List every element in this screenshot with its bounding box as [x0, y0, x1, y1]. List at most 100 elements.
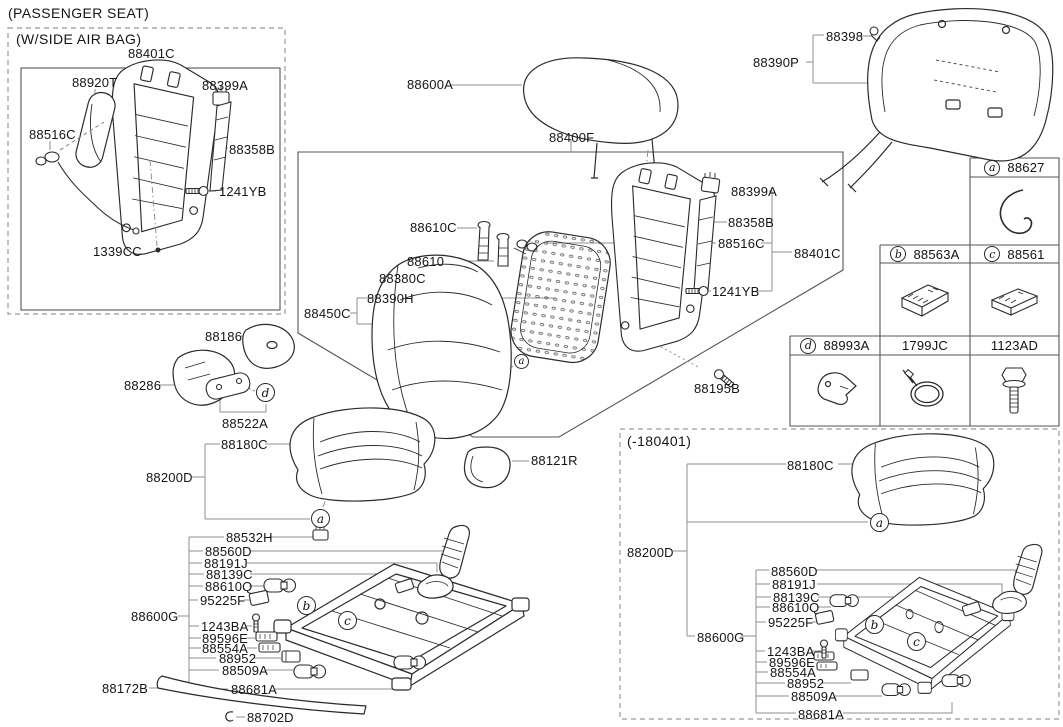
part-label-88195B: 88195B — [694, 381, 741, 396]
callout-a-backcover: a — [514, 354, 529, 369]
part-label-88532H: 88532H — [226, 530, 273, 545]
ref-letter-c: c — [984, 246, 1001, 262]
page-title: (PASSENGER SEAT) — [8, 5, 150, 21]
part-label-88200D-r: 88200D — [627, 545, 674, 560]
part-label-88681A: 88681A — [231, 682, 278, 697]
cushion-left-drawing — [289, 407, 436, 502]
part-label-89596E-r: 89596E — [769, 655, 816, 670]
headrest-drawing — [523, 57, 679, 179]
side-shield-drawing — [463, 446, 511, 489]
back-panel-drawing — [819, 7, 1054, 193]
seat-back-cover-drawing — [371, 254, 512, 440]
ref-cell-d-header: d 88993A — [790, 336, 880, 355]
part-label-88401C: 88401C — [128, 46, 175, 61]
callout-a-cushion-left: a — [311, 509, 330, 528]
callout-d-recliner: d — [256, 383, 275, 402]
clip-b-icon — [900, 284, 950, 317]
part-label-88681A-r: 88681A — [798, 707, 845, 722]
motor-slide-left-drawing — [293, 664, 327, 679]
side-airbag-module-drawing — [75, 91, 116, 168]
main-assembly-box — [297, 151, 844, 438]
ref-part-1123AD: 1123AD — [990, 338, 1039, 353]
part-label-88180C: 88180C — [221, 437, 268, 452]
clip-c-icon — [990, 288, 1039, 316]
part-label-95225F: 95225F — [200, 593, 246, 608]
bolt-icon — [1001, 367, 1027, 414]
pin-right-drawing — [819, 639, 829, 659]
part-label-88400F: 88400F — [549, 130, 595, 145]
part-label-88398: 88398 — [826, 29, 864, 44]
ref-cell-b-header: b 88563A — [880, 245, 970, 263]
variant-dashed-box — [619, 428, 1060, 720]
part-label-88560D-r: 88560D — [771, 564, 818, 579]
part-label-1241YB-2: 1241YB — [712, 284, 760, 299]
part-label-88509A-r: 88509A — [791, 689, 838, 704]
callout-c-track-right: c — [907, 632, 926, 651]
part-label-88952-r: 88952 — [787, 676, 825, 691]
trim-strip-drawing — [156, 675, 367, 715]
part-label-88516C-2: 88516C — [718, 236, 765, 251]
cushion-right-drawing — [851, 433, 995, 526]
part-label-88554A: 88554A — [202, 641, 249, 656]
part-label-88139C-r: 88139C — [773, 590, 820, 605]
part-label-88554A-r: 88554A — [770, 665, 817, 680]
airbag-tether-strap-drawing — [209, 86, 232, 192]
ref-part-88993A: 88993A — [823, 338, 870, 353]
part-label-88702D: 88702D — [247, 710, 294, 725]
cable-tie-icon — [902, 368, 944, 407]
callout-b-track-left: b — [297, 596, 316, 615]
ref-cell-1123AD-header: 1123AD — [970, 336, 1059, 355]
part-label-88952: 88952 — [219, 651, 257, 666]
pin-left-drawing — [251, 613, 261, 633]
panel-clip-drawing — [869, 26, 881, 42]
part-label-89596E: 89596E — [202, 631, 249, 646]
ref-part-88627: 88627 — [1007, 160, 1045, 175]
variant-box-title: (-180401) — [627, 433, 692, 449]
belt-anchor-right-drawing — [992, 543, 1043, 614]
part-label-88121R: 88121R — [531, 453, 578, 468]
part-label-88450C: 88450C — [304, 306, 351, 321]
part-label-88610Q-r: 88610Q — [772, 600, 820, 615]
ref-part-1799JC: 1799JC — [901, 338, 948, 353]
airbag-box-title: (W/SIDE AIR BAG) — [16, 31, 142, 47]
part-label-1243BA: 1243BA — [201, 619, 249, 634]
ref-part-88561: 88561 — [1007, 246, 1045, 262]
airbag-screw-point-drawing — [149, 159, 161, 253]
small-parts-left-drawing — [248, 526, 415, 663]
part-label-88172B: 88172B — [102, 681, 149, 696]
part-label-88600A: 88600A — [407, 77, 454, 92]
ref-letter-a: a — [984, 159, 1001, 176]
part-label-88401C-2: 88401C — [794, 246, 841, 261]
ref-cell-c-header: c 88561 — [970, 245, 1059, 263]
motor-front-right-drawing — [941, 674, 971, 687]
part-label-88399A: 88399A — [202, 78, 249, 93]
recliner-bracket-drawing — [205, 372, 251, 400]
callout-c-track-left: c — [338, 611, 357, 630]
ref-part-88563A: 88563A — [913, 246, 960, 262]
part-label-88390H: 88390H — [367, 291, 414, 306]
part-label-88610: 88610 — [407, 254, 445, 269]
part-label-88610C: 88610C — [410, 220, 457, 235]
ref-letter-d: d — [800, 337, 817, 354]
airbag-dashed-box — [7, 27, 286, 315]
part-label-88191J-r: 88191J — [772, 577, 816, 592]
motor-height-right-drawing — [829, 594, 859, 607]
part-label-1241YB: 1241YB — [219, 184, 267, 199]
hook-wire-icon — [999, 189, 1033, 235]
ref-cell-a-header: a 88627 — [970, 158, 1059, 177]
part-label-95225F-r: 95225F — [768, 615, 814, 630]
part-label-88358B: 88358B — [229, 142, 276, 157]
callout-a-cushion-right: a — [870, 513, 889, 532]
part-label-88920T: 88920T — [72, 75, 118, 90]
part-label-1243BA-r: 1243BA — [767, 644, 815, 659]
part-label-88358B-2: 88358B — [728, 215, 775, 230]
motor-slide-right-drawing — [881, 683, 911, 696]
reference-table-grid — [789, 157, 1060, 427]
part-label-88610Q: 88610Q — [205, 579, 253, 594]
part-label-88380C: 88380C — [379, 271, 426, 286]
motor-front-left-drawing — [393, 655, 427, 670]
part-label-88286: 88286 — [124, 378, 162, 393]
airbag-wiring-harness-drawing — [35, 121, 140, 235]
